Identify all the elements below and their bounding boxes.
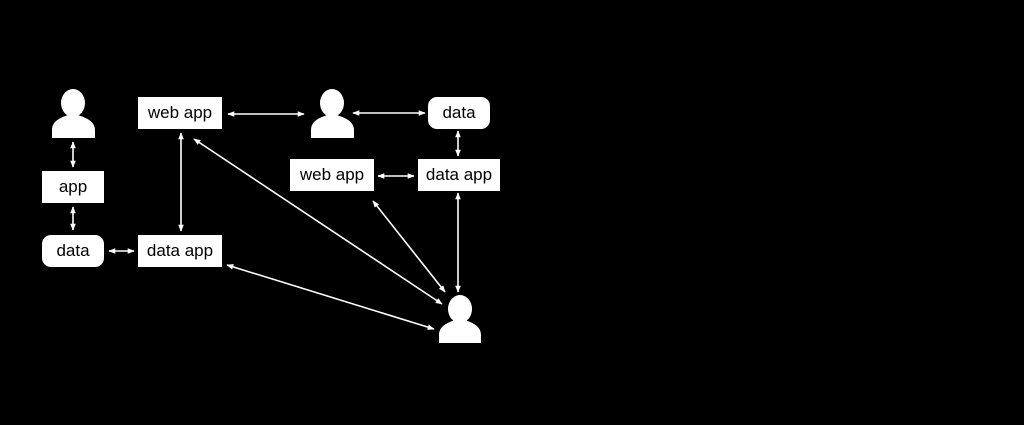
- data-box-right: data: [428, 97, 490, 129]
- data-app-box-left: data app: [138, 235, 222, 267]
- app-box: app: [42, 171, 104, 203]
- data-app-box-right: data app: [418, 159, 500, 191]
- data-box-left: data: [42, 235, 104, 267]
- arrow-dataappleft-person: [226, 264, 435, 330]
- person-icon: [439, 295, 481, 343]
- web-app-box-left: web app: [138, 97, 222, 129]
- person-icon: [52, 89, 95, 138]
- web-app-box-mid: web app: [290, 159, 374, 191]
- arrow-webappmid-person: [372, 200, 446, 293]
- person-icon: [311, 89, 354, 138]
